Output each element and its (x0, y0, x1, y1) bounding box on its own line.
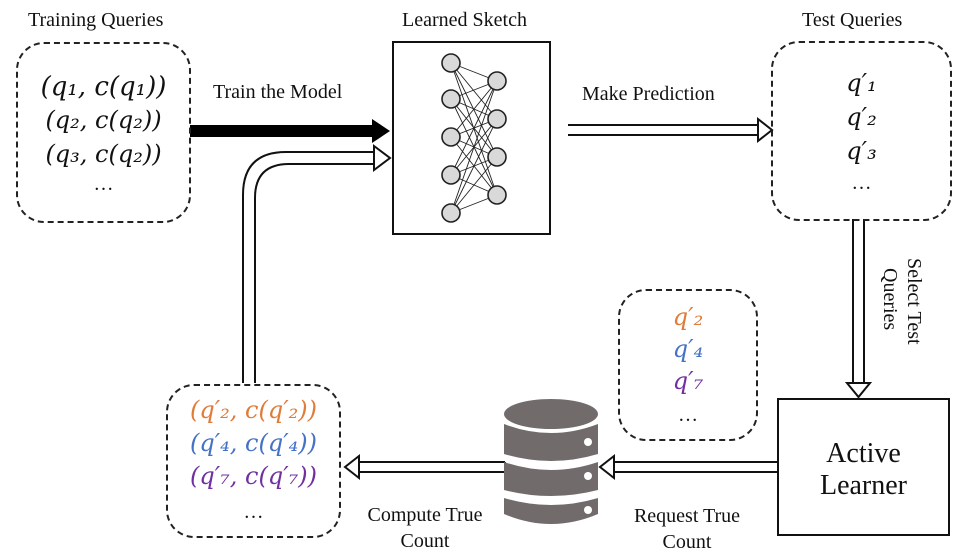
nn-node (441, 89, 461, 109)
training-queries-title: Training Queries (28, 9, 164, 31)
request-count-arrow (598, 453, 777, 481)
selected-item: q′₂ (672, 303, 704, 331)
selected-item: q′₄ (672, 335, 704, 363)
test-item: q′₁ (846, 69, 877, 97)
make-prediction-label: Make Prediction (582, 83, 715, 105)
nn-connection (450, 80, 498, 176)
compute-count-label: Compute True Count (345, 505, 505, 551)
request-count-line2: Count (662, 531, 712, 553)
test-queries-title: Test Queries (802, 9, 903, 31)
nn-connection (450, 156, 498, 214)
learned-sketch-title: Learned Sketch (402, 9, 527, 31)
nn-node (487, 109, 507, 129)
nn-connection (450, 62, 498, 120)
test-item: q′₃ (846, 137, 877, 165)
labeled-ellipsis: … (243, 501, 264, 523)
active-learner-box: Active Learner (777, 398, 950, 536)
feedback-arrow (242, 144, 392, 383)
select-queries-label-line1: Select Test (903, 258, 925, 345)
test-queries-box: q′₁ q′₂ q′₃ … (771, 41, 952, 221)
learned-sketch-box (392, 41, 551, 235)
database-icon (504, 399, 598, 524)
make-prediction-arrow (568, 116, 774, 144)
nn-connection (450, 118, 498, 214)
select-queries-label: Select Test Queries (878, 258, 926, 368)
labeled-item: (q′₇, c(q′₇)) (189, 462, 318, 490)
training-item: (q₃, c(q₂)) (45, 140, 162, 168)
nn-node (441, 165, 461, 185)
training-item: (q₂, c(q₂)) (45, 106, 162, 134)
select-queries-label-line2: Queries (879, 268, 901, 331)
labeled-item: (q′₄, c(q′₄)) (189, 429, 318, 457)
train-model-label: Train the Model (213, 81, 343, 103)
training-ellipsis: … (93, 173, 114, 195)
compute-count-arrow (343, 453, 506, 481)
nn-node (441, 127, 461, 147)
test-item: q′₂ (846, 103, 877, 131)
nn-node (441, 203, 461, 223)
training-item: (q₁, c(q₁)) (40, 72, 167, 102)
selected-item: q′₇ (672, 367, 704, 395)
train-model-arrow (190, 119, 390, 143)
nn-node (487, 185, 507, 205)
nn-node (487, 71, 507, 91)
training-queries-box: (q₁, c(q₁)) (q₂, c(q₂)) (q₃, c(q₂)) … (16, 42, 191, 223)
labeled-item: (q′₂, c(q′₂)) (189, 396, 318, 424)
nn-connection (450, 80, 498, 214)
nn-node (487, 147, 507, 167)
labeled-queries-box: (q′₂, c(q′₂)) (q′₄, c(q′₄)) (q′₇, c(q′₇)… (166, 384, 341, 538)
nn-node (441, 53, 461, 73)
compute-count-line2: Count (400, 530, 450, 552)
select-queries-arrow (844, 219, 873, 399)
selected-ellipsis: … (678, 404, 698, 426)
active-learner-line2: Learner (819, 470, 908, 501)
request-count-label: Request True Count (612, 506, 762, 552)
nn-connection (450, 80, 498, 138)
active-learner-line1: Active (826, 438, 901, 469)
compute-count-line1: Compute True (367, 504, 483, 526)
request-count-line1: Request True (633, 505, 741, 527)
test-ellipsis: … (851, 172, 872, 194)
neural-network-icon (441, 53, 507, 223)
selected-queries-box: q′₂ q′₄ q′₇ … (618, 289, 758, 441)
nn-connection (450, 62, 498, 158)
